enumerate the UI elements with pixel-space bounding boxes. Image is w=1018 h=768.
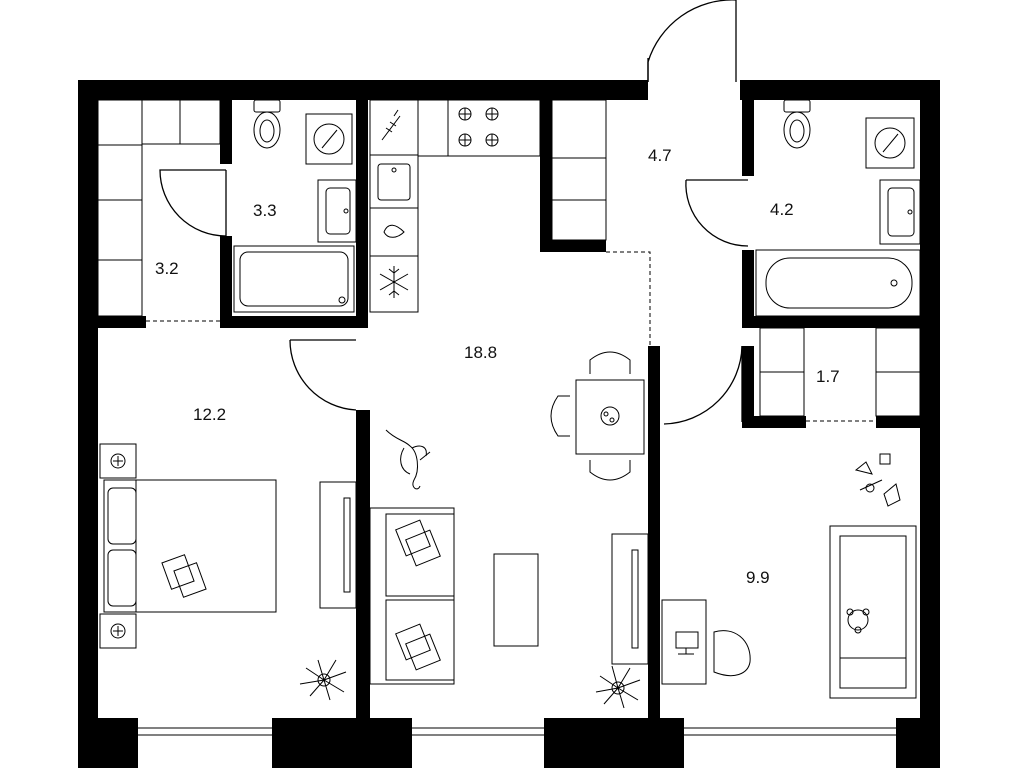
wall-bath-bottom — [220, 316, 368, 328]
room-area-bedroom-left: 12.2 — [193, 405, 226, 424]
washing-machine-icon — [305, 113, 353, 165]
window-bedroom-right — [684, 727, 896, 736]
wall-hall-closet-left — [540, 100, 552, 252]
entrance-door — [647, 0, 737, 82]
open-boundaries — [146, 251, 876, 422]
plant-icon — [595, 665, 641, 709]
bathtub-icon — [233, 245, 355, 313]
dining-table — [550, 351, 645, 481]
wall-bottom-2 — [272, 718, 412, 768]
wall-bath-right — [356, 100, 368, 328]
wall-living-left — [356, 410, 370, 718]
room-labels: 3.2 3.3 4.7 4.2 18.8 12.2 1.7 9.9 — [155, 146, 840, 587]
room-area-hall: 4.7 — [648, 146, 672, 165]
wall-bottom-4 — [896, 718, 940, 768]
wall-hall-closet-bottom — [540, 240, 606, 252]
closet-shelves — [759, 327, 921, 417]
dishwasher-drop-icon — [383, 224, 405, 238]
crib-icon — [829, 525, 917, 699]
room-area-bathroom-right: 4.2 — [770, 200, 794, 219]
stove-icon — [458, 107, 499, 147]
windows — [138, 727, 896, 736]
window-living — [412, 727, 544, 736]
bathroom-right-door — [685, 179, 749, 247]
bathroom-right-fixtures — [755, 99, 921, 317]
tv-stand — [319, 481, 357, 609]
toys-icon — [854, 453, 901, 507]
toilet-icon — [783, 99, 811, 149]
sofa-icon — [369, 507, 455, 685]
bedroom-right-door — [663, 345, 743, 425]
wall-living-right — [648, 346, 660, 718]
bathroom-left-door — [159, 169, 227, 237]
nightstand-top — [99, 443, 137, 479]
wall-bath-left — [220, 100, 232, 164]
tv-stand — [611, 533, 649, 665]
room-area-bathroom-left: 3.3 — [253, 201, 277, 220]
window-bedroom-left — [138, 727, 272, 736]
room-area-closet-right: 1.7 — [816, 367, 840, 386]
wall-closet-left — [742, 346, 754, 428]
bed-icon — [103, 479, 277, 613]
doors — [159, 0, 749, 425]
wall-bath-right-bottom — [742, 316, 940, 328]
living-furniture — [369, 351, 649, 709]
bathtub-icon — [755, 249, 921, 317]
cat-icon — [385, 429, 431, 490]
corkscrew-icon — [381, 109, 401, 141]
walls — [78, 80, 940, 768]
bathroom-left-fixtures — [233, 99, 357, 313]
hall-storage — [551, 99, 607, 241]
plant-icon — [299, 659, 347, 701]
room-area-storage-left: 3.2 — [155, 259, 179, 278]
wall-bath-right-left — [742, 100, 754, 176]
wall-top-right — [740, 80, 940, 100]
wall-left — [78, 80, 98, 768]
kitchen-fixtures — [369, 99, 541, 313]
sink-icon — [879, 179, 921, 245]
bedroom-left-furniture — [99, 443, 357, 701]
room-area-bedroom-right: 9.9 — [746, 568, 770, 587]
wall-closet-bottom-right — [876, 416, 940, 428]
toilet-icon — [253, 99, 281, 149]
desk-icon — [661, 599, 751, 685]
nightstand-bottom — [99, 613, 137, 649]
sink-icon — [317, 179, 357, 243]
storage-shelves — [97, 99, 221, 317]
kitchen-sink-icon — [377, 163, 411, 201]
fridge-snowflake-icon — [379, 266, 409, 298]
bedroom-right-furniture — [661, 453, 917, 699]
wall-bottom-1 — [78, 718, 138, 768]
room-area-living-kitchen: 18.8 — [464, 343, 497, 362]
wall-bedroom-top — [78, 316, 146, 328]
wall-bath-left-lower — [220, 236, 232, 328]
coffee-table — [493, 553, 539, 647]
living-door — [289, 339, 357, 411]
wall-top-left — [78, 80, 648, 100]
wall-closet-bottom-left — [742, 416, 806, 428]
wall-bottom-3 — [544, 718, 684, 768]
washing-machine-icon — [865, 117, 915, 169]
wall-bath-right-left-lower — [742, 250, 754, 326]
